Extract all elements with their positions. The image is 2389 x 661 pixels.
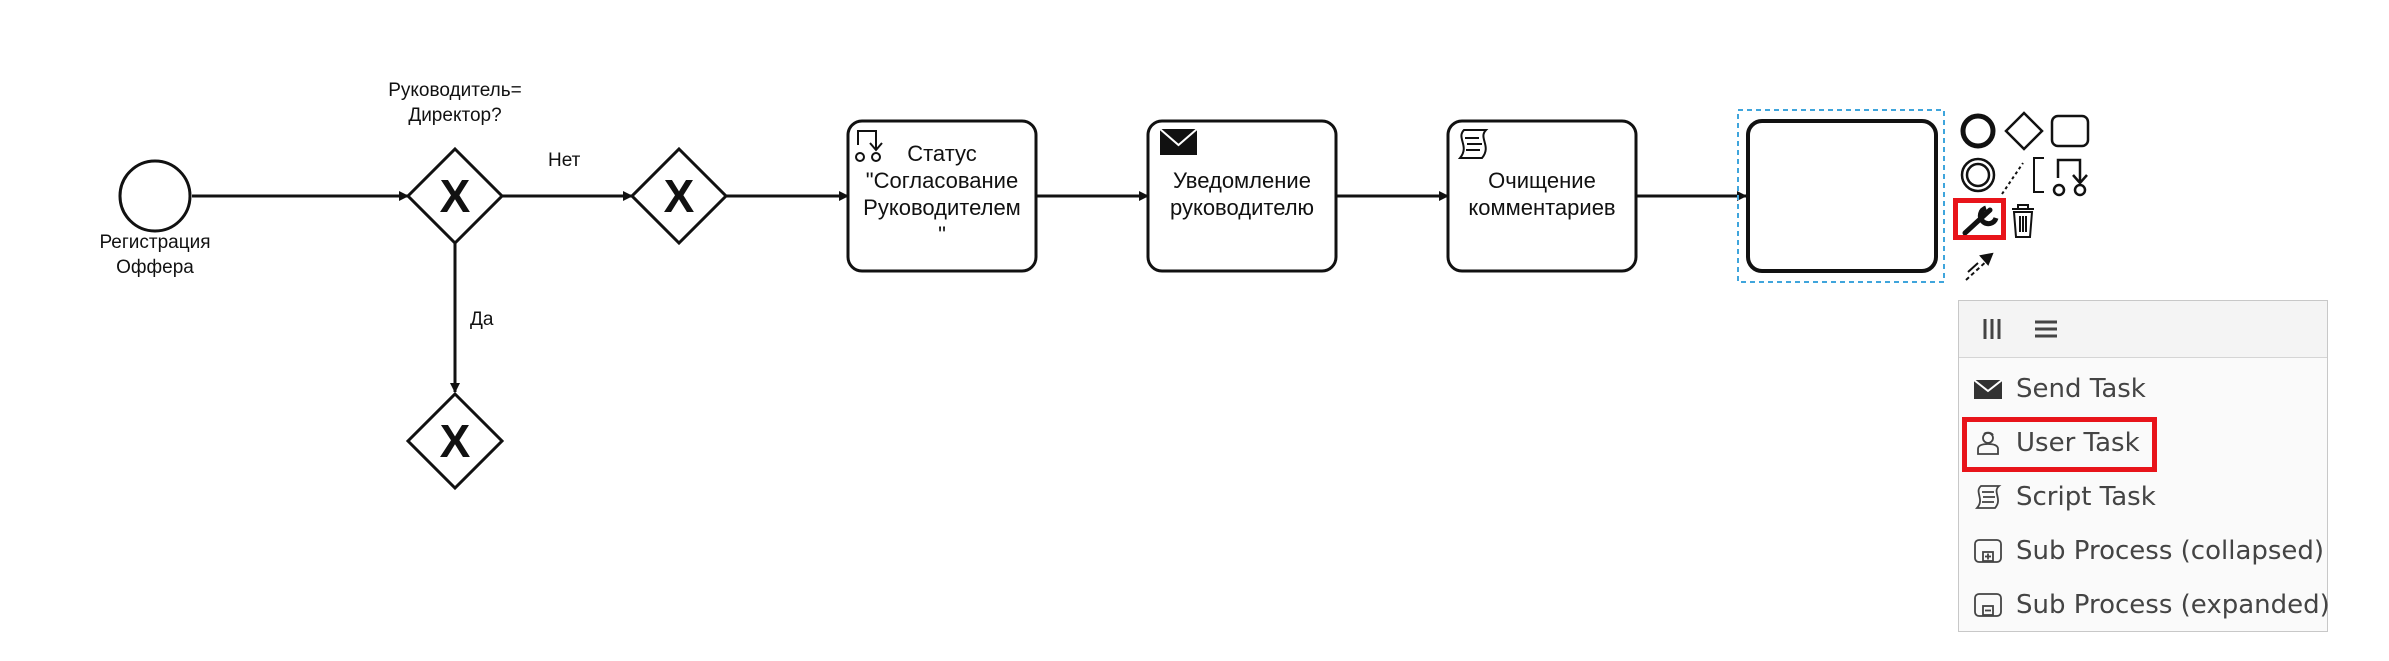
subprocess-expanded-icon bbox=[1973, 592, 2003, 618]
exclusive-gateway-2[interactable]: X bbox=[629, 146, 729, 246]
start-event[interactable] bbox=[118, 159, 192, 233]
start-event-label-2: Оффера bbox=[116, 257, 194, 278]
task-clear-comments[interactable]: Очищение комментариев bbox=[1446, 119, 1638, 273]
task-clear-label-1: Очищение bbox=[1488, 168, 1596, 193]
gateway-x-marker: X bbox=[440, 415, 471, 467]
menu-item-subprocess-expanded[interactable]: Sub Process (expanded) bbox=[1959, 580, 2330, 628]
call-activity-marker-icon bbox=[855, 130, 883, 162]
envelope-icon bbox=[1973, 376, 2003, 402]
connect-icon[interactable] bbox=[1965, 252, 1994, 281]
subprocess-collapsed-icon bbox=[1973, 538, 2003, 564]
menu-item-label: Send Task bbox=[2016, 374, 2146, 404]
context-pad bbox=[1960, 111, 2090, 281]
task-status-label-1: Статус bbox=[907, 141, 977, 166]
task-clear-label-2: комментариев bbox=[1468, 195, 1615, 220]
intermediate-event-icon[interactable] bbox=[1960, 157, 1996, 193]
user-icon bbox=[1973, 430, 2003, 456]
exclusive-gateway-3[interactable]: X bbox=[405, 391, 505, 491]
flow-no-label: Нет bbox=[548, 150, 581, 171]
menu-item-script-task[interactable]: Script Task bbox=[1959, 472, 2327, 520]
task-icon[interactable] bbox=[2050, 114, 2090, 148]
task-notify-manager[interactable]: Уведомление руководителю bbox=[1146, 119, 1338, 273]
flow-yes-label: Да bbox=[470, 309, 494, 330]
wrench-icon[interactable] bbox=[1962, 205, 1999, 236]
task-notify-label-1: Уведомление bbox=[1173, 168, 1311, 193]
sequence-flows bbox=[192, 191, 1747, 393]
exclusive-gateway-1[interactable]: X bbox=[405, 146, 505, 246]
task-status-label-2: "Согласование bbox=[866, 168, 1018, 193]
end-event-icon[interactable] bbox=[1960, 113, 1996, 149]
replace-popup-menu: Send Task User Task Script Task Sub Proc… bbox=[1958, 300, 2330, 632]
menu-item-label: Script Task bbox=[2016, 482, 2156, 512]
menu-item-user-task[interactable]: User Task bbox=[1959, 418, 2327, 466]
task-status-approval[interactable]: Статус "Согласование Руководителем " bbox=[846, 119, 1038, 273]
task-status-label-3: Руководителем bbox=[863, 195, 1021, 220]
menu-item-label: Sub Process (expanded) bbox=[2016, 590, 2330, 620]
menu-item-subprocess-collapsed[interactable]: Sub Process (collapsed) bbox=[1959, 526, 2327, 574]
trash-icon[interactable] bbox=[2012, 204, 2034, 238]
selection-outline bbox=[1737, 109, 1945, 283]
gateway1-label-1: Руководитель= bbox=[388, 80, 522, 101]
gateway-x-marker: X bbox=[440, 170, 471, 222]
menu-item-send-task[interactable]: Send Task bbox=[1959, 364, 2327, 412]
script-icon bbox=[1973, 484, 2003, 510]
script-icon bbox=[1457, 129, 1489, 159]
task-new-selected[interactable] bbox=[1746, 119, 1938, 273]
menu-item-label: User Task bbox=[2016, 428, 2140, 458]
row-loop-icon[interactable] bbox=[2031, 315, 2061, 343]
envelope-icon bbox=[1159, 128, 1198, 155]
popup-header bbox=[1959, 301, 2327, 358]
gateway1-label-2: Директор? bbox=[408, 105, 501, 126]
gateway-x-marker: X bbox=[664, 170, 695, 222]
menu-item-label: Sub Process (collapsed) bbox=[2016, 536, 2325, 566]
column-loop-icon[interactable] bbox=[1977, 315, 2007, 343]
annotation-icon[interactable] bbox=[2001, 157, 2044, 195]
task-notify-label-2: руководителю bbox=[1170, 195, 1314, 220]
gateway-icon[interactable] bbox=[2004, 111, 2044, 151]
start-event-label-1: Регистрация bbox=[99, 232, 210, 253]
call-activity-icon[interactable] bbox=[2052, 158, 2088, 197]
task-status-label-4: " bbox=[938, 222, 946, 247]
